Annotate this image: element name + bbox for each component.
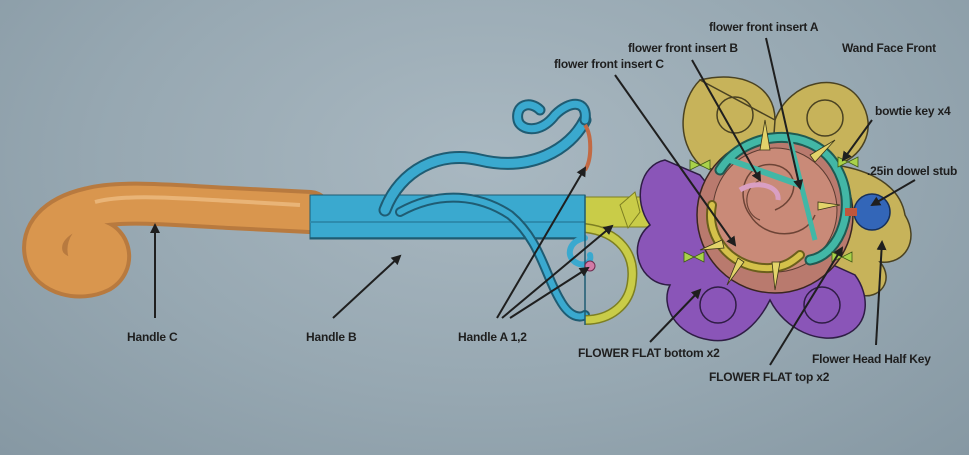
flower-head [636,76,912,342]
flower-spikes [699,119,841,291]
flower-front-insert-b [738,182,781,201]
label-bowtie-key: bowtie key x4 [875,104,951,118]
label-handle-c: Handle C [127,330,178,344]
label-handle-a: Handle A 1,2 [458,330,527,344]
arrow-handle-a-3 [509,266,590,319]
label-wand-face-front: Wand Face Front [842,41,936,55]
arrow-flower-flat-bottom [649,288,702,343]
arrow-insert-b [691,59,761,182]
callout-arrows [150,37,916,366]
arrow-handle-a-1 [496,166,587,319]
arrow-insert-a [765,37,804,190]
label-flower-flat-top: FLOWER FLAT top x2 [709,370,830,384]
arrow-insert-c [614,74,737,247]
arrow-handle-a-2 [501,224,614,319]
arrow-bowtie-key [841,119,873,162]
arrow-flower-flat-top [769,246,844,366]
handle-c [22,181,332,299]
label-flower-flat-bottom: FLOWER FLAT bottom x2 [578,346,720,360]
label-flower-front-insert-b: flower front insert B [628,41,738,55]
arrow-half-key [875,240,887,346]
label-flower-front-insert-c: flower front insert C [554,57,664,71]
label-flower-front-insert-a: flower front insert A [709,20,819,34]
arrow-dowel-stub [870,179,916,207]
label-flower-head-half-key: Flower Head Half Key [812,352,931,366]
flower-front-insert-c [705,200,805,274]
label-dowel-stub: .25in dowel stub [867,164,958,178]
label-handle-b: Handle B [306,330,357,344]
handle-b [309,98,594,322]
flower-front-insert-a [714,131,852,266]
arrow-handle-b [332,254,402,319]
